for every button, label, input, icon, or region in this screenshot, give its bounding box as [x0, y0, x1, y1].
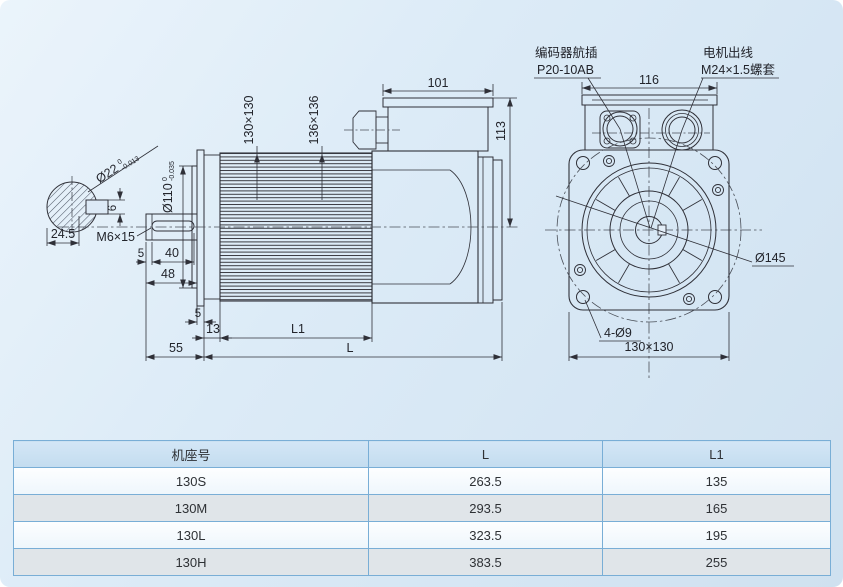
- encoder-label-line2: P20-10AB: [537, 63, 594, 77]
- encoder-label-line1: 编码器航插: [535, 45, 598, 60]
- front-view: 编码器航插 P20-10AB 电机出线 M24×1.5螺套 116 Ø145 4…: [534, 45, 794, 378]
- dim-shaft-diameter: Ø22: [93, 161, 120, 186]
- shaft-section-detail: [46, 145, 159, 246]
- technical-drawing: Ø22 0 -0.013 6 24.5 M6×15 Ø110 0 -0.035 …: [46, 45, 794, 378]
- cell-L1: 165: [602, 494, 831, 522]
- dim-145: Ø145: [755, 251, 786, 265]
- table-row: 130S 263.5 135: [13, 467, 831, 495]
- table-row: 130L 323.5 195: [13, 521, 831, 549]
- dim-13: 13: [206, 322, 220, 336]
- dim-4-d9: 4-Ø9: [604, 326, 632, 340]
- cell-L: 323.5: [368, 521, 603, 549]
- dim-48: 48: [161, 267, 175, 281]
- cell-L1: 135: [602, 467, 831, 495]
- side-dim-texts: Ø22 0 -0.013 6 24.5 M6×15 Ø110 0 -0.035 …: [51, 76, 508, 355]
- table-row: 130M 293.5 165: [13, 494, 831, 522]
- outlet-label-line2: M24×1.5螺套: [701, 62, 775, 77]
- cell-frame: 130L: [13, 521, 369, 549]
- dim-L: L: [347, 341, 354, 355]
- frame-size-table: 机座号 L L1 130S 263.5 135 130M 293.5 165 1…: [13, 440, 831, 576]
- dim-40: 40: [165, 246, 179, 260]
- dim-shaft-tol-lower: -0.013: [120, 155, 141, 172]
- dim-130x130-side: 130×130: [242, 95, 256, 144]
- flange-face: [556, 137, 742, 323]
- outlet-label-line1: 电机出线: [703, 46, 754, 60]
- dim-L1: L1: [291, 322, 305, 336]
- cell-L: 293.5: [368, 494, 603, 522]
- dim-113: 113: [494, 121, 508, 141]
- cell-L1: 255: [602, 548, 831, 576]
- front-dimensions: [568, 82, 730, 361]
- dim-101: 101: [428, 76, 449, 90]
- cell-L: 383.5: [368, 548, 603, 576]
- dim-spigot-tol-upper: 0: [162, 177, 169, 181]
- outlet-connector: [661, 109, 703, 151]
- col-header-L1: L1: [602, 440, 831, 468]
- dim-24-5: 24.5: [51, 227, 75, 241]
- dim-55: 55: [169, 341, 183, 355]
- cell-frame: 130H: [13, 548, 369, 576]
- side-dimensions: [136, 84, 517, 361]
- dim-130x130-front: 130×130: [624, 340, 673, 354]
- encoder-connector: [599, 110, 641, 149]
- dim-shaft-tol-upper: 0: [117, 158, 124, 166]
- dim-136x136: 136×136: [307, 95, 321, 144]
- junction-box-side: [344, 97, 494, 152]
- dim-spigot-tol-lower: -0.035: [169, 161, 176, 181]
- cell-frame: 130S: [13, 467, 369, 495]
- table-header-row: 机座号 L L1: [13, 440, 831, 468]
- flange: [191, 149, 221, 307]
- col-header-L: L: [368, 440, 603, 468]
- dim-5a: 5: [138, 248, 144, 260]
- cell-frame: 130M: [13, 494, 369, 522]
- dim-m6x15: M6×15: [96, 230, 135, 244]
- dim-spigot-diameter: Ø110: [161, 183, 175, 213]
- cell-L1: 195: [602, 521, 831, 549]
- col-header-frame: 机座号: [13, 440, 369, 468]
- dim-116: 116: [639, 73, 659, 87]
- front-texts: 编码器航插 P20-10AB 电机出线 M24×1.5螺套 116 Ø145 4…: [535, 45, 786, 354]
- side-view: Ø22 0 -0.013 6 24.5 M6×15 Ø110 0 -0.035 …: [46, 76, 520, 361]
- cell-L: 263.5: [368, 467, 603, 495]
- table-row: 130H 383.5 255: [13, 548, 831, 576]
- front-leaders: [534, 77, 794, 342]
- dim-5b: 5: [195, 308, 201, 320]
- dim-key-width: 6: [107, 205, 119, 211]
